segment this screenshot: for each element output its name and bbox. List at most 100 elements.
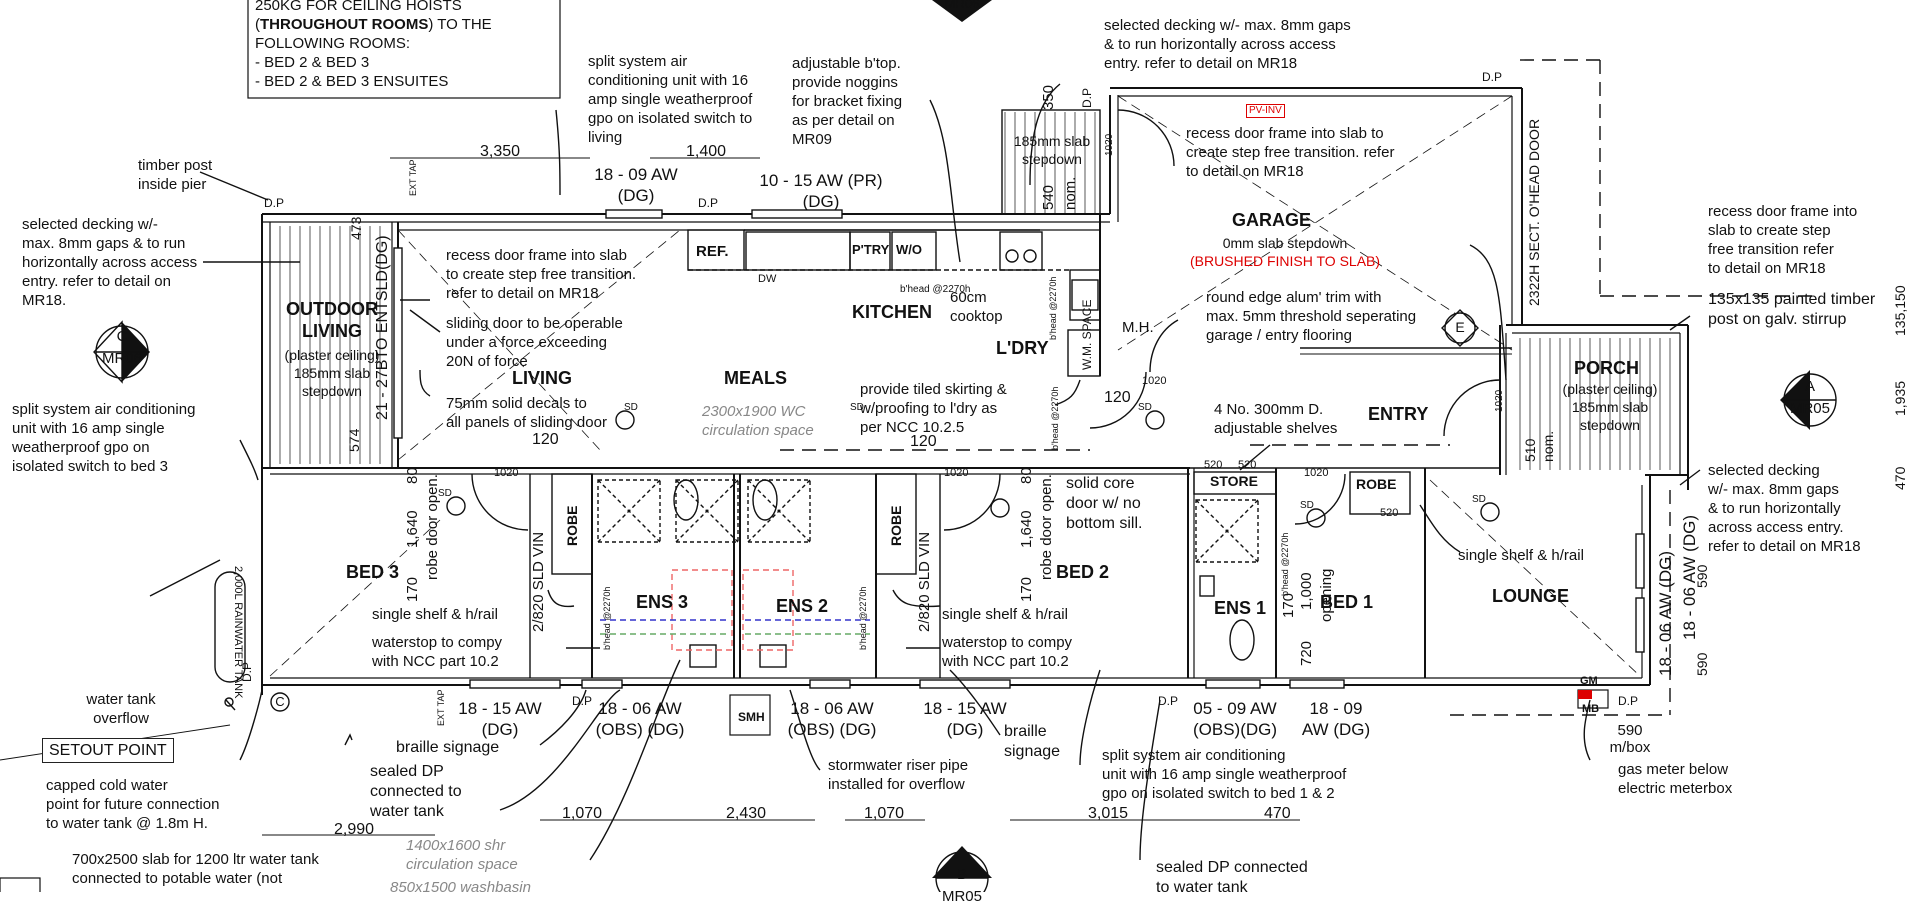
bulkhead-ldry-a: b'head @2270h: [1048, 276, 1058, 340]
gas-meter-note: gas meter below electric meterbox: [1618, 760, 1732, 798]
smoke-detector-living: SD: [624, 402, 638, 413]
section-a-sheet: MR05: [1789, 400, 1830, 417]
bulkhead-ens1: b'head @2270h: [1280, 532, 1290, 596]
recess-porch-l4: to detail on MR18: [1708, 260, 1826, 277]
recess-garage-l1: recess door frame into slab to: [1186, 125, 1384, 142]
setout-point: SETOUT POINT: [42, 738, 174, 763]
capped-l3: to water tank @ 1.8m H.: [46, 815, 208, 832]
section-b-sheet: MR05: [941, 888, 982, 905]
porch-post-l2: post on galv. stirrup: [1708, 311, 1847, 328]
dim-473: 473: [348, 216, 364, 240]
recess-porch-note: recess door frame into slab to create st…: [1708, 202, 1857, 278]
window-bed1: 18 - 09 AW (DG): [1286, 698, 1386, 740]
ext-tap-bottom: EXT TAP: [436, 689, 446, 726]
downpipe-lounge: D.P: [1618, 694, 1639, 708]
water-tank-overflow-note: water tank overflow: [76, 690, 166, 728]
stormwater-note: stormwater riser pipe installed for over…: [828, 756, 968, 794]
sealed-dp-l1: sealed DP: [370, 763, 444, 780]
window-ens1-l1: 05 - 09 AW: [1193, 699, 1277, 718]
smoke-detector-bed3: SD: [438, 488, 452, 499]
dishwasher-label: DW: [758, 273, 777, 285]
decking-porch-l4: across access entry.: [1708, 519, 1844, 536]
gas-meter-label: GM: [1580, 675, 1598, 687]
window-ens3-l1: 18 - 06 AW: [598, 699, 682, 718]
dim-574: 574: [346, 428, 362, 452]
note-line-2-pre: (: [255, 16, 260, 33]
split-living-l5: living: [588, 129, 623, 146]
window-bed2-l2: (DG): [946, 720, 984, 739]
decking-top-l2: & to run horizontally across access: [1104, 36, 1336, 53]
shower-circulation-note: 1400x1600 shr circulation space: [406, 836, 518, 874]
waterstop-left-l1: waterstop to compy: [372, 634, 503, 651]
wo-label: W/O: [896, 242, 922, 257]
dim-2990: 2,990: [334, 821, 375, 838]
waterstop-right-l1: waterstop to compy: [942, 634, 1073, 651]
section-marker-b: B MR05: [936, 864, 988, 908]
dim-520-store-b: 520: [1238, 459, 1257, 471]
window-ens2-l2: (OBS) (DG): [787, 720, 877, 739]
garage-sub: 0mm slab stepdown (BRUSHED FINISH TO SLA…: [1180, 234, 1390, 270]
window-ens3: 18 - 06 AW (OBS) (DG): [580, 698, 700, 740]
shelves-l1: 4 No. 300mm D.: [1214, 401, 1324, 418]
single-shelf-bed2: single shelf & h/rail: [942, 606, 1068, 623]
capped-l1: capped cold water: [46, 777, 168, 794]
decking-left-l3: horizontally across access: [22, 254, 198, 271]
shr-space-l2: circulation space: [406, 856, 518, 873]
note-line-1: 250KG FOR CEILING HOISTS: [255, 0, 462, 14]
outdoor-living-stepdown: stepdown: [302, 383, 362, 399]
split-bed3-l2: unit with 16 amp single: [12, 420, 165, 437]
sliding-door-label: 21 - 27BTO ENTSLD(DG): [374, 235, 391, 420]
downpipe-tank: D.P: [240, 661, 254, 682]
decking-porch-l3: & to run horizontally: [1708, 500, 1841, 517]
solid-core-l3: bottom sill.: [1066, 515, 1143, 532]
btop-l2: provide noggins: [792, 74, 898, 91]
room-ldry: L'DRY: [996, 338, 1049, 358]
window-bed3-l1: 18 - 15 AW: [458, 699, 542, 718]
sealed-dp2-l2: to water tank: [1156, 879, 1248, 896]
window-bed1-l2: AW (DG): [1301, 720, 1371, 739]
solid-core-door-note: solid core door w/ no bottom sill.: [1066, 474, 1142, 534]
window-bed1-l1: 18 - 09: [1309, 699, 1363, 718]
bulkhead-ldry-b: b'head @2270h: [1050, 386, 1060, 450]
room-bed1: BED 1: [1320, 592, 1374, 612]
trim-l3: garage / entry flooring: [1206, 327, 1352, 344]
mbox-l1: 590: [1617, 722, 1643, 739]
room-lounge: LOUNGE: [1492, 586, 1570, 606]
room-kitchen: KITCHEN: [852, 302, 932, 322]
note-line-3: FOLLOWING ROOMS:: [255, 35, 411, 52]
sliding-l3: 20N of force: [446, 353, 528, 370]
split-living-l3: amp single weatherproof: [588, 91, 753, 108]
section-c-sheet: MR06: [101, 350, 142, 367]
waterstop-left-l2: with NCC part 10.2: [372, 653, 499, 670]
decking-left-l2: max. 8mm gaps & to run: [22, 235, 186, 252]
window-living-l2: (DG): [617, 186, 655, 205]
tank-slab-l2: connected to potable water (not: [72, 870, 283, 887]
room-store: STORE: [1210, 473, 1258, 489]
room-living: LIVING: [512, 368, 573, 388]
dim-1020-bed1: 1020: [1304, 467, 1329, 479]
cooktop-l2: cooktop: [950, 308, 1003, 325]
room-bed3: BED 3: [346, 562, 400, 582]
robe-door-bed2: robe door open.: [1038, 474, 1055, 580]
tank-slab-l1: 700x2500 slab for 1200 ltr water tank: [72, 851, 319, 868]
recess-living-l1: recess door frame into slab: [446, 247, 627, 264]
trim-l2: max. 5mm threshold seperating: [1206, 308, 1417, 325]
gas-l1: gas meter below: [1618, 761, 1729, 778]
bulkhead-kitchen: b'head @2270h: [900, 284, 971, 295]
decking-note-porch: selected decking w/- max. 8mm gaps & to …: [1708, 461, 1861, 556]
tiled-skirting-note: provide tiled skirting & w/proofing to l…: [860, 380, 1007, 437]
dim-nom-porch: nom.: [1540, 430, 1556, 462]
shr-space-l1: 1400x1600 shr: [406, 837, 506, 854]
window-living-l1: 18 - 09 AW: [594, 165, 678, 184]
waterstop-note-left: waterstop to compy with NCC part 10.2: [372, 633, 502, 671]
cooktop-l1: 60cm: [950, 289, 987, 306]
shelves-l2: adjustable shelves: [1214, 420, 1338, 437]
braille2-l1: braille: [1004, 723, 1047, 740]
btop-l4: as per detail on: [792, 112, 895, 129]
timber-post-l1: timber post: [138, 157, 213, 174]
section-marker-a: A MR05: [1784, 376, 1836, 420]
porch-post-note: 135x135 painted timber post on galv. sti…: [1708, 290, 1875, 330]
deck-slab: 185mm slab: [1013, 133, 1091, 149]
timber-post-note: timber post inside pier: [138, 156, 212, 194]
